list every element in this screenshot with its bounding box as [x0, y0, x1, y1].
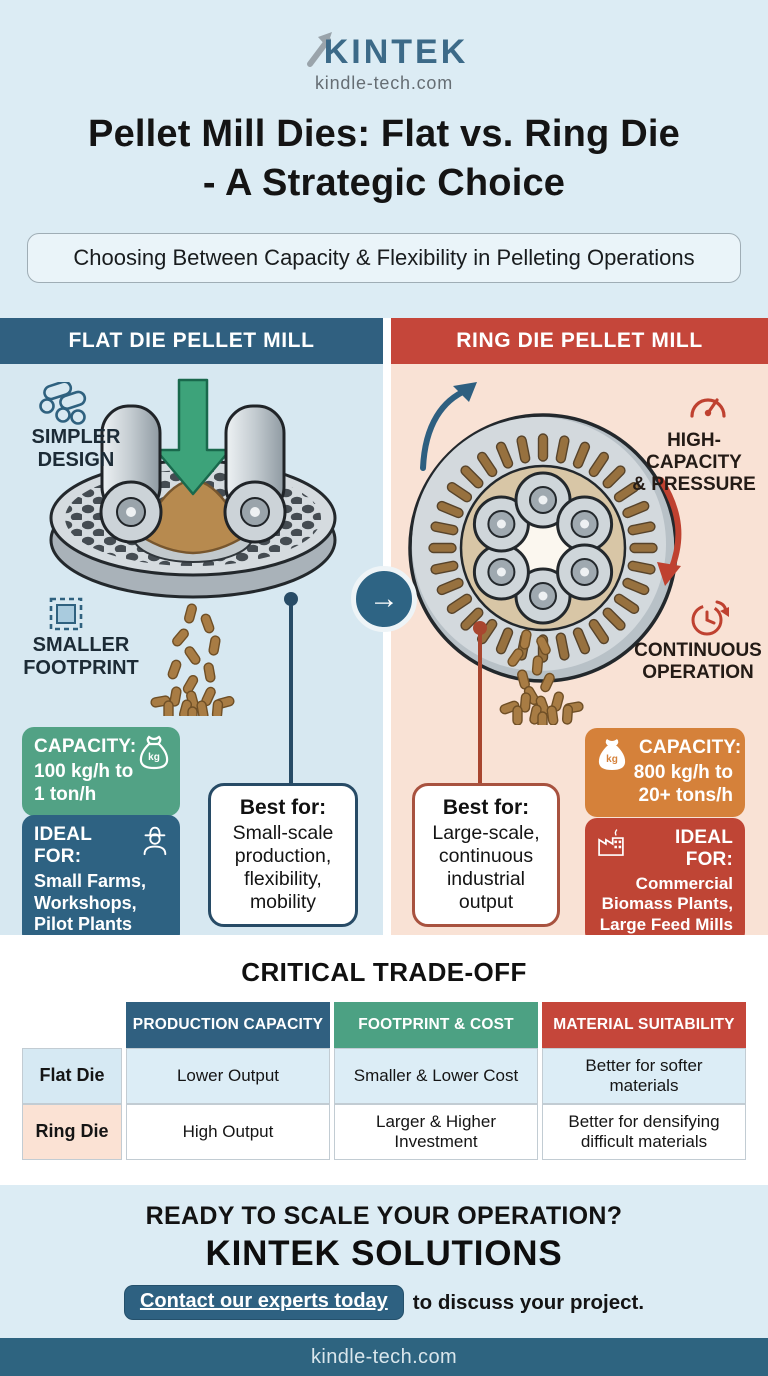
connector-line	[289, 601, 293, 785]
svg-text:kg: kg	[148, 752, 160, 763]
pellets-icon	[39, 382, 87, 425]
ring-callout-operation: CONTINUOUS OPERATION	[634, 640, 762, 684]
best-for-value: Small-scale production, flexibility, mob…	[232, 822, 334, 913]
connector-dot	[284, 592, 298, 606]
column-header-material: MATERIAL SUITABILITY	[542, 1002, 746, 1048]
brand-logo: KINTEK kindle-tech.com	[0, 0, 768, 94]
connector-line	[478, 630, 482, 785]
gauge-icon	[690, 398, 726, 418]
kg-bag-icon: kg	[136, 735, 172, 776]
tradeoff-section: CRITICAL TRADE-OFF PRODUCTION CAPACITY F…	[0, 935, 768, 1185]
brand-name: KINTEK	[323, 33, 469, 71]
flat-capacity-box: kg CAPACITY: 100 kg/h to 1 ton/h	[22, 727, 180, 816]
footer-website: kindle-tech.com	[310, 1345, 458, 1368]
tradeoff-title: CRITICAL TRADE-OFF	[241, 957, 527, 987]
ring-die-header: RING DIE PELLET MILL	[391, 318, 768, 364]
connector-dot	[473, 621, 487, 635]
rotation-arrow-icon	[420, 382, 477, 471]
flat-callout-footprint: SMALLER FOOTPRINT	[23, 634, 139, 680]
capacity-value: 100 kg/h to 1 ton/h	[34, 761, 134, 805]
cta-brand: KINTEK SOLUTIONS	[205, 1234, 563, 1273]
table-corner	[22, 1002, 122, 1048]
table-cell: Better for densifying difficult material…	[542, 1104, 746, 1160]
ring-capacity-box: kg CAPACITY: 800 kg/h to 20+ tons/h	[585, 728, 745, 817]
table-cell: Smaller & Lower Cost	[334, 1048, 538, 1104]
ring-best-for-box: Best for: Large-scale, continuous indust…	[412, 783, 560, 927]
roller-left	[99, 404, 163, 544]
footprint-icon	[49, 597, 83, 631]
ring-callout-pressure: HIGH-CAPACITY & PRESSURE	[632, 430, 756, 496]
page-subtitle: Choosing Between Capacity & Flexibility …	[27, 232, 741, 283]
clock-icon	[691, 600, 729, 636]
flat-die-header: FLAT DIE PELLET MILL	[0, 318, 383, 364]
ideal-value: Commercial Biomass Plants, Large Feed Mi…	[599, 874, 733, 934]
table-cell: Lower Output	[126, 1048, 330, 1104]
falling-pellets	[150, 603, 235, 716]
down-arrow-icon	[154, 378, 232, 496]
flat-callout-design: SIMPLER DESIGN	[31, 426, 121, 472]
capacity-label: CAPACITY:	[34, 736, 137, 757]
table-cell: Larger & Higher Investment	[334, 1104, 538, 1160]
table-cell: Better for softer materials	[542, 1048, 746, 1104]
header-section: KINTEK kindle-tech.com Pellet Mill Dies:…	[0, 0, 768, 318]
capacity-value: 800 kg/h to 20+ tons/h	[633, 762, 733, 806]
cta-section: READY TO SCALE YOUR OPERATION? KINTEK SO…	[0, 1185, 768, 1338]
falling-pellets	[499, 629, 584, 725]
pressure-arrow-icon	[657, 477, 682, 586]
table-cell: High Output	[126, 1104, 330, 1160]
ideal-value: Small Farms, Workshops, Pilot Plants	[34, 871, 147, 935]
ideal-label: IDEAL FOR:	[675, 827, 733, 870]
contact-button[interactable]: Contact our experts today	[123, 1285, 404, 1320]
farmer-icon	[136, 823, 172, 862]
footer-bar: kindle-tech.com	[0, 1338, 768, 1376]
kg-bag-icon: kg	[594, 737, 630, 778]
ring-die-illustration	[408, 382, 682, 725]
flat-best-for-box: Best for: Small-scale production, flexib…	[208, 783, 358, 927]
row-label-ring-die: Ring Die	[22, 1104, 122, 1160]
page-title: Pellet Mill Dies: Flat vs. Ring Die - A …	[88, 113, 680, 205]
flat-die-illustration	[49, 378, 337, 716]
best-for-value: Large-scale, continuous industrial outpu…	[432, 822, 540, 913]
best-for-label: Best for:	[442, 796, 530, 819]
inner-rollers	[472, 471, 614, 625]
factory-icon	[594, 827, 628, 866]
right-arrow-icon: →	[351, 566, 417, 632]
row-label-flat-die: Flat Die	[22, 1048, 122, 1104]
svg-text:kg: kg	[606, 754, 618, 765]
cta-suffix: to discuss your project.	[412, 1290, 645, 1314]
flat-die-panel: FLAT DIE PELLET MILL	[0, 318, 383, 935]
ideal-label: IDEAL FOR:	[34, 824, 92, 867]
capacity-label: CAPACITY:	[639, 737, 742, 758]
tradeoff-table: PRODUCTION CAPACITY FOOTPRINT & COST MAT…	[22, 1002, 746, 1160]
flat-ideal-box: IDEAL FOR: Small Farms, Workshops, Pilot…	[22, 815, 180, 935]
comparison-section: FLAT DIE PELLET MILL	[0, 318, 768, 935]
roller-right	[223, 404, 287, 544]
logo-arrow-icon	[306, 32, 332, 67]
best-for-label: Best for:	[239, 796, 327, 819]
cta-heading: READY TO SCALE YOUR OPERATION?	[145, 1202, 623, 1230]
column-header-capacity: PRODUCTION CAPACITY	[126, 1002, 330, 1048]
brand-website: kindle-tech.com	[314, 73, 454, 93]
column-header-footprint: FOOTPRINT & COST	[334, 1002, 538, 1048]
ring-ideal-box: IDEAL FOR: Commercial Biomass Plants, La…	[585, 818, 745, 935]
